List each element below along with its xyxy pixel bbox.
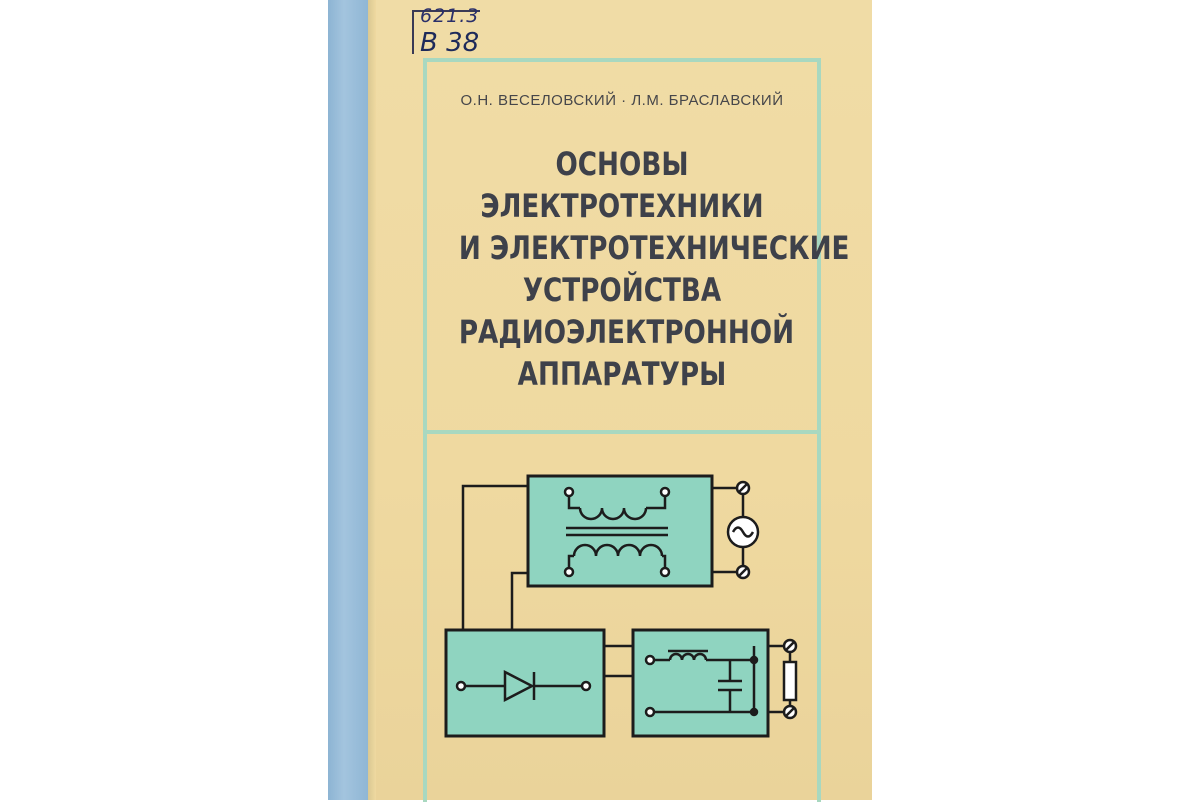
frame-divider — [423, 430, 821, 434]
title-line: АППАРАТУРЫ — [517, 355, 727, 393]
title-line: И ЭЛЕКТРОТЕХНИЧЕСКИЕ — [458, 229, 850, 267]
book-title: ОСНОВЫ ЭЛЕКТРОТЕХНИКИ И ЭЛЕКТРОТЕХНИЧЕСК… — [458, 143, 850, 395]
filter-block — [631, 628, 770, 738]
authors-line: О.Н. ВЕСЕЛОВСКИЙ · Л.М. БРАСЛАВСКИЙ — [460, 92, 784, 109]
title-line: УСТРОЙСТВА — [522, 271, 722, 309]
connecting-wires — [461, 484, 789, 714]
spine-edge — [368, 0, 376, 800]
diode-symbol — [455, 669, 592, 703]
library-stamp-box — [412, 10, 480, 54]
title-line: ОСНОВЫ — [555, 145, 689, 183]
transformer-symbol — [563, 486, 671, 578]
book-spine — [328, 0, 369, 800]
ac-source-symbol — [726, 515, 760, 549]
transformer-block — [526, 474, 714, 588]
shelf-mark: В 38 — [420, 28, 480, 58]
rectifier-block — [444, 628, 606, 738]
title-line: РАДИОЭЛЕКТРОННОЙ — [458, 313, 795, 351]
title-line: ЭЛЕКТРОТЕХНИКИ — [480, 187, 764, 225]
library-code: 621.3 — [420, 5, 480, 27]
inductor-symbol — [668, 649, 708, 661]
resistor-symbol — [782, 652, 798, 706]
capacitor-symbol — [718, 660, 742, 712]
ac-terminals — [735, 480, 751, 580]
